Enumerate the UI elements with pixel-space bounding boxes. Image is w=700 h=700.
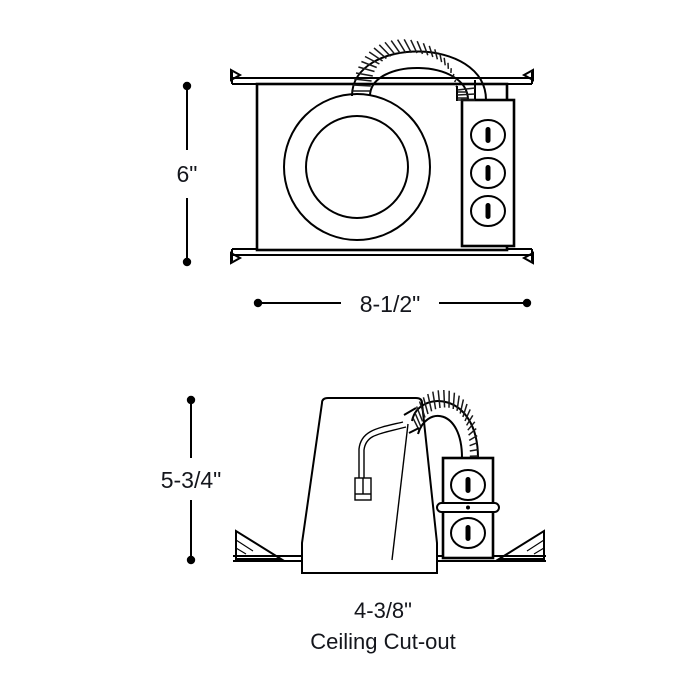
dimension-label-height-bottom: 5-3/4" bbox=[161, 467, 222, 493]
ceiling-break-left-triangle bbox=[235, 529, 285, 560]
flexible-conduit-top-view bbox=[351, 39, 487, 101]
conduit-stub-top bbox=[403, 407, 417, 416]
top-view-group: 6" bbox=[177, 39, 534, 317]
knockout-middle-top bbox=[470, 157, 506, 189]
dimension-dot-bottom bbox=[182, 257, 192, 267]
caption-cutout-label: Ceiling Cut-out bbox=[310, 629, 456, 654]
ceiling-break-right-hatch-1 bbox=[526, 539, 545, 552]
conduit-stub-bottom bbox=[408, 427, 420, 434]
dimension-label-height-top: 6" bbox=[177, 161, 198, 187]
knockout-lower-bottom bbox=[450, 517, 486, 549]
ceiling-break-right-icon bbox=[495, 529, 545, 560]
ceiling-break-right-triangle bbox=[495, 529, 545, 560]
ceiling-break-left-hatch-2 bbox=[235, 547, 247, 555]
aperture-inner-circle bbox=[305, 115, 409, 219]
knockout-upper-bottom bbox=[450, 469, 486, 501]
knockout-upper-bottom-slot bbox=[465, 477, 471, 493]
housing-inner-edge-line bbox=[391, 423, 409, 561]
dimension-height-bottom: 5-3/4" bbox=[161, 395, 222, 565]
conduit-outer-edge bbox=[351, 50, 487, 101]
dimension-bottom-dot-top bbox=[186, 395, 196, 405]
knockout-lower-slot bbox=[485, 203, 491, 219]
lead-wire-group bbox=[354, 421, 407, 501]
knockout-upper-slot bbox=[485, 127, 491, 143]
caption-cutout-dimension: 4-3/8" bbox=[354, 598, 412, 623]
ceiling-break-left-icon bbox=[235, 529, 285, 560]
break-flag-top-left-icon bbox=[230, 68, 243, 82]
dimension-bottom-dot-bottom bbox=[186, 555, 196, 565]
flexible-conduit-bottom-view bbox=[411, 389, 479, 459]
conduit-descent-ribs bbox=[457, 87, 476, 101]
junction-box-top-view bbox=[460, 98, 516, 248]
lead-wire-path-b bbox=[358, 421, 404, 479]
ceiling-break-right-hatch-2 bbox=[533, 547, 545, 555]
break-flag-bottom-right-icon bbox=[521, 251, 534, 265]
conduit-right-descent bbox=[456, 80, 476, 101]
ceiling-break-left-hatch-1 bbox=[235, 539, 254, 552]
dimension-label-width-top: 8-1/2" bbox=[360, 291, 421, 317]
conduit-bottom-inner-edge bbox=[417, 415, 463, 459]
mounting-band-center-dot bbox=[466, 505, 470, 510]
knockout-lower-top bbox=[470, 195, 506, 227]
dimension-width-top: 8-1/2" bbox=[253, 291, 532, 317]
knockout-lower-bottom-slot bbox=[465, 525, 471, 541]
conduit-lower-right-ribs bbox=[457, 91, 468, 99]
break-flag-top-right-icon bbox=[521, 68, 534, 82]
conduit-coil-ribs bbox=[352, 39, 458, 92]
lead-wire-path-a bbox=[363, 426, 407, 479]
knockout-middle-slot bbox=[485, 165, 491, 181]
conduit-housing-connection bbox=[391, 407, 420, 561]
junction-box-bottom-view bbox=[436, 456, 500, 560]
dimension-width-dot-right bbox=[522, 298, 532, 308]
dimension-width-dot-left bbox=[253, 298, 263, 308]
dimension-dot-top bbox=[182, 81, 192, 91]
conduit-inner-edge bbox=[369, 67, 469, 101]
knockout-upper-top bbox=[470, 119, 506, 151]
bottom-view-group: 5-3/4" bbox=[161, 389, 546, 654]
mounting-band bbox=[436, 502, 500, 513]
dimension-height-top: 6" bbox=[177, 81, 198, 267]
break-flag-bottom-left-icon bbox=[230, 251, 243, 265]
